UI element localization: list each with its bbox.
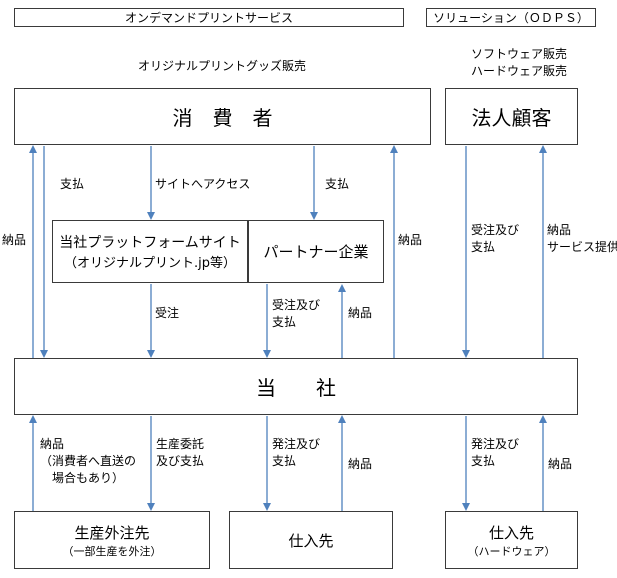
label-order-payment-corp: 受注及び 支払: [471, 223, 520, 254]
label-delivery-mid: 納品: [398, 233, 423, 247]
label-delivery-left: 納品: [2, 233, 27, 247]
node-company-site: 当社プラットフォームサイト （オリジナルプリント.jp等）: [52, 220, 248, 283]
node-company-site-line1: 当社プラットフォームサイト: [59, 235, 241, 251]
label-delivery-hw: 納品: [548, 457, 573, 471]
label-production-payment: 生産委託 及び支払: [156, 437, 205, 468]
header-odp: オンデマンドプリントサービス: [14, 8, 404, 27]
node-company-site-line2: （オリジナルプリント.jp等）: [64, 256, 236, 271]
label-payment-left: 支払: [60, 177, 85, 191]
label-order-payment-supplier: 発注及び 支払: [272, 437, 321, 468]
node-corporate-customer: 法人顧客: [445, 88, 578, 145]
header-odp-label: オンデマンドプリントサービス: [124, 11, 293, 25]
note-odp-sales: オリジナルプリントグッズ販売: [138, 59, 307, 73]
label-order-payment-partner: 受注及び 支払: [272, 298, 321, 329]
node-company: 当 社: [14, 358, 578, 415]
header-solution-label: ソリューション（ＯＤＰＳ）: [433, 11, 589, 25]
node-outsourcer: 生産外注先 （一部生産を外注）: [14, 511, 210, 569]
node-supplier: 仕入先: [229, 511, 393, 569]
label-site-access: サイトへアクセス: [155, 177, 251, 191]
node-consumer: 消 費 者: [14, 88, 431, 145]
header-solution: ソリューション（ＯＤＰＳ）: [426, 8, 596, 27]
node-supplier-hw: 仕入先 （ハードウェア）: [445, 511, 578, 569]
node-consumer-label: 消 費 者: [172, 106, 273, 130]
node-partner-label: パートナー企業: [263, 243, 369, 261]
label-order-receive: 受注: [155, 306, 180, 320]
node-supplier-hw-line1: 仕入先: [488, 523, 534, 542]
node-partner: パートナー企業: [248, 220, 384, 283]
label-delivery-supplier: 納品: [348, 457, 373, 471]
label-delivery-partner: 納品: [348, 306, 373, 320]
node-corporate-customer-label: 法人顧客: [471, 106, 552, 130]
label-delivery-outsourcer: 納品 （消費者へ直送の 場合もあり）: [40, 437, 137, 485]
node-outsourcer-line1: 生産外注先: [74, 523, 150, 542]
label-payment-partner: 支払: [325, 177, 350, 191]
node-supplier-hw-line2: （ハードウェア）: [467, 544, 556, 558]
node-supplier-label: 仕入先: [288, 531, 334, 550]
label-delivery-service: 納品 サービス提供: [547, 223, 617, 254]
node-company-label: 当 社: [256, 376, 336, 400]
node-outsourcer-line2: （一部生産を外注）: [62, 544, 162, 558]
label-order-payment-hw: 発注及び 支払: [471, 437, 520, 468]
note-solution-sales: ソフトウェア販売 ハードウェア販売: [471, 47, 568, 78]
